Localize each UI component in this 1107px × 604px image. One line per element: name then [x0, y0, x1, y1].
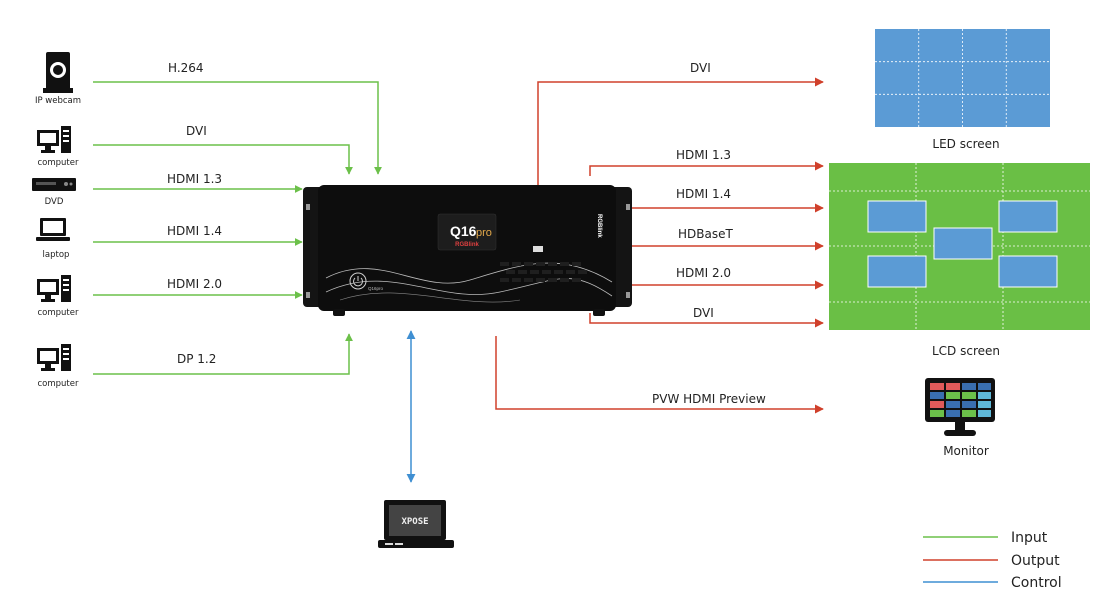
dvi-input-line — [93, 144, 353, 175]
lcd-window-5 — [998, 255, 1058, 288]
output-label-hdmi14: HDMI 1.4 — [676, 187, 731, 201]
input-label-h264: H.264 — [168, 61, 204, 75]
output-label-hdbaset: HDBaseT — [678, 227, 733, 241]
input-lines — [93, 81, 382, 375]
source-label-laptop: laptop — [43, 250, 70, 260]
output-lines — [495, 77, 824, 414]
lcd-window-2 — [998, 200, 1058, 233]
lcd-window-1 — [867, 200, 927, 233]
lcd-window-4 — [867, 255, 927, 288]
legend-output-label: Output — [1011, 553, 1060, 569]
hdmi13-output-line — [589, 161, 824, 176]
output-label-pvw: PVW HDMI Preview — [652, 392, 766, 406]
monitor-icon — [925, 378, 995, 436]
dp12-line — [93, 333, 353, 375]
led-screen-caption: LED screen — [932, 137, 999, 151]
source-label-computer3: computer — [38, 379, 79, 389]
device-brand: RGBlink — [455, 242, 479, 248]
source-label-ipcam: IP webcam — [35, 96, 81, 106]
output-label-hdmi13: HDMI 1.3 — [676, 148, 731, 162]
computer-icon — [37, 344, 71, 371]
output-label-dvi-top: DVI — [690, 61, 711, 75]
output-label-dvi-bottom: DVI — [693, 306, 714, 320]
lcd-window-3 — [933, 227, 993, 260]
device-side-brand: RGBlink — [596, 214, 602, 238]
device-model: Q16 — [450, 223, 477, 239]
xpose-logo-text: XPOSE — [401, 517, 428, 527]
computer-icon — [37, 275, 71, 302]
input-label-hdmi14: HDMI 1.4 — [167, 224, 222, 238]
dvi-top-output-line — [537, 77, 824, 187]
source-label-computer2: computer — [38, 308, 79, 318]
computer-icon — [37, 126, 71, 153]
input-label-hdmi20: HDMI 2.0 — [167, 277, 222, 291]
power-button[interactable] — [349, 272, 367, 290]
power-icon — [353, 276, 363, 287]
output-label-hdmi20: HDMI 2.0 — [676, 266, 731, 280]
dvd-player-icon — [32, 178, 76, 191]
input-label-hdmi13: HDMI 1.3 — [167, 172, 222, 186]
device-model-suffix: pro — [476, 227, 492, 239]
legend-control-label: Control — [1011, 575, 1062, 591]
input-label-dp12: DP 1.2 — [177, 352, 216, 366]
source-label-dvd: DVD — [45, 197, 64, 207]
laptop-icon — [36, 218, 70, 241]
led-screen — [875, 29, 1050, 127]
lcd-screen — [829, 163, 1090, 330]
monitor-caption: Monitor — [943, 444, 989, 458]
xpose-laptop-icon — [378, 500, 454, 548]
h264-line — [93, 81, 382, 175]
pvw-output-line — [495, 336, 824, 414]
source-label-computer1: computer — [38, 158, 79, 168]
device-button-text: Q16pro — [368, 286, 384, 291]
lcd-screen-caption: LCD screen — [932, 344, 1000, 358]
input-label-dvi: DVI — [186, 124, 207, 138]
dvi-bottom-output-line — [589, 313, 824, 328]
q16pro-processor — [303, 185, 632, 316]
legend-input-label: Input — [1011, 530, 1048, 546]
legend — [923, 536, 998, 583]
ip-webcam-icon — [43, 52, 73, 93]
